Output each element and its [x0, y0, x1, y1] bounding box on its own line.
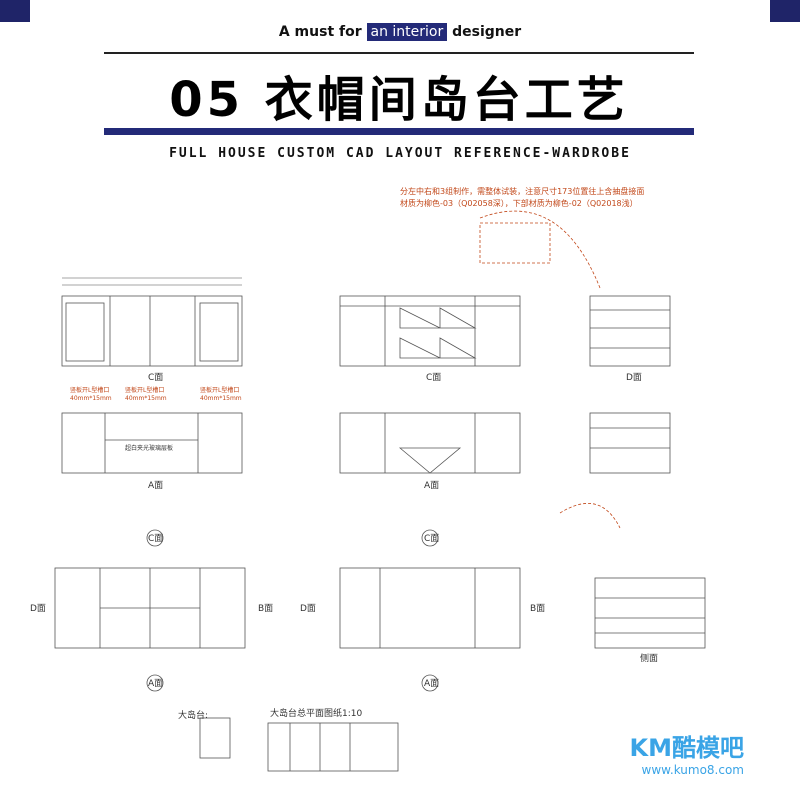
- fabrication-note: 分左中右和3组制作，需整体试装，注意尺寸173位置往上含抽盘接面材质为柳色-03…: [400, 187, 645, 208]
- label-c-face-left: C面: [148, 372, 163, 383]
- groove-label-3: 竖板开L型槽口: [200, 386, 239, 394]
- groove-dim-2: 40mm*15mm: [125, 395, 167, 402]
- label-c-plan-left: C面: [148, 533, 163, 544]
- groove-dim-1: 40mm*15mm: [70, 395, 112, 402]
- section-marker-c-mid: [421, 529, 439, 547]
- corner-accent-left: [0, 0, 30, 22]
- label-c-plan-mid: C面: [424, 533, 439, 544]
- title-frame: 05 衣帽间岛台工艺: [104, 52, 694, 128]
- label-d-face-top: D面: [626, 372, 642, 383]
- groove-label-1: 竖板开L型槽口: [70, 386, 109, 394]
- section-marker-a-left: [146, 674, 164, 692]
- island-overview-plan: [267, 722, 399, 772]
- c-face-elevation-mid: [339, 295, 521, 367]
- watermark-url: www.kumo8.com: [641, 763, 744, 777]
- page-title: 05 衣帽间岛台工艺: [169, 72, 629, 128]
- d-face-elevation: [589, 295, 671, 367]
- a-face-elevation-left: [61, 412, 243, 474]
- label-plan-caption: 大岛台总平面图纸1:10: [270, 707, 362, 719]
- label-d-plan-left: D面: [30, 603, 46, 614]
- label-c-face-mid: C面: [426, 372, 441, 383]
- label-b-plan-left: B面: [258, 603, 273, 614]
- tagline-pre: A must for: [278, 24, 362, 40]
- cad-drawing-area: C面 C面 D面 A面 A面 C面 C面 D面 B面 D面 B面 A面 A面 侧…: [0, 178, 800, 799]
- cad-drawing: C面 C面 D面 A面 A面 C面 C面 D面 B面 D面 B面 A面 A面 侧…: [30, 210, 706, 772]
- section-marker-c-left: [146, 529, 164, 547]
- groove-label-2: 竖板开L型槽口: [125, 386, 164, 394]
- a-face-elevation-mid: [339, 412, 521, 474]
- tagline-highlight: an interior: [366, 23, 448, 41]
- label-a-plan-mid: A面: [424, 678, 439, 689]
- tagline-post: designer: [452, 24, 522, 40]
- corner-accent-right: [770, 0, 800, 22]
- d-face-elevation-2: [589, 412, 671, 474]
- page-subtitle: FULL HOUSE CUSTOM CAD LAYOUT REFERENCE-W…: [169, 146, 631, 161]
- label-side: 侧面: [640, 652, 658, 664]
- label-a-face-mid: A面: [424, 480, 439, 491]
- watermark-logo: KM酷模吧: [629, 734, 744, 762]
- title-underline-bar: [104, 128, 694, 135]
- c-face-elevation-left: [61, 295, 243, 367]
- label-a-plan-left: A面: [148, 678, 163, 689]
- watermark: KM酷模吧 www.kumo8.com: [630, 728, 744, 777]
- header-banner: A must for an interior designer 05 衣帽间岛台…: [0, 0, 800, 178]
- groove-dim-3: 40mm*15mm: [200, 395, 242, 402]
- label-island: 大岛台:: [178, 709, 208, 721]
- label-a-face-left: A面: [148, 480, 163, 491]
- label-d-plan-mid: D面: [300, 603, 316, 614]
- label-b-plan-mid: B面: [530, 603, 545, 614]
- island-plan-mid: [339, 567, 521, 649]
- tagline: A must for an interior designer: [0, 23, 800, 41]
- section-marker-a-mid: [421, 674, 439, 692]
- label-glass-shelf: 超白夹光玻璃层板: [125, 444, 173, 452]
- side-section: [594, 577, 706, 649]
